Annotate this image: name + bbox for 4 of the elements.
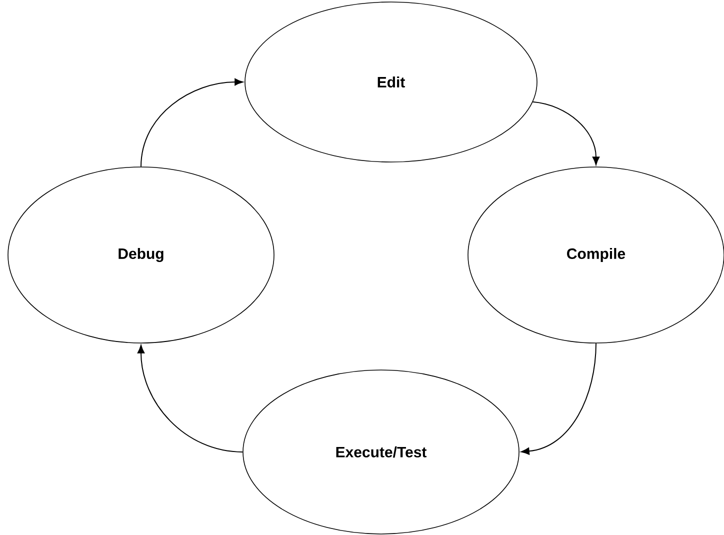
arrow [137,344,244,452]
arrow [532,101,600,166]
arrow [140,78,244,168]
arrow [520,342,596,455]
